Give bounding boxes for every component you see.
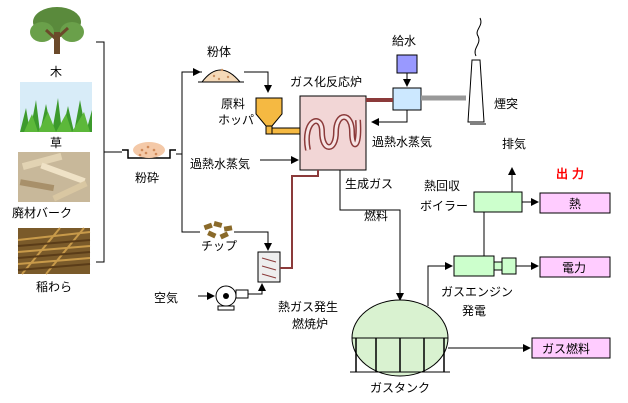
rice-straw-icon <box>17 227 91 275</box>
grass-icon <box>20 82 92 132</box>
heat-recovery-label-line2: ボイラー <box>420 199 468 213</box>
output-gas-fuel-box <box>531 337 611 359</box>
hot-gas-label-line2: 燃焼炉 <box>292 316 328 331</box>
output-heat-label: 熱 <box>569 197 581 211</box>
chips-to-burner-arrow <box>234 231 272 251</box>
crusher-branch-line <box>176 71 202 233</box>
tank-to-engine-line <box>427 262 453 306</box>
blower-to-burner-arrow <box>248 283 266 295</box>
burner-to-reactor-hot-duct <box>280 170 319 269</box>
superheated-steam-left-label: 過熱水蒸気 <box>190 156 250 171</box>
water-supply-tank <box>396 54 418 74</box>
hot-gas-label-line1: 熱ガス発生 <box>278 300 338 314</box>
air-blower-icon <box>215 285 249 311</box>
powder-to-hopper-arrow <box>244 71 272 93</box>
hopper-label-line1: 原料 <box>221 97 245 111</box>
raw-material-hopper <box>255 97 309 135</box>
gas-tank-label: ガスタンク <box>370 381 430 395</box>
input-label-grass: 草 <box>50 136 62 150</box>
chimney-label: 煙突 <box>494 96 518 111</box>
input-label-rice-straw: 稲わら <box>36 280 72 294</box>
heat-recovery-boiler <box>473 191 523 213</box>
output-electricity-label: 電力 <box>562 261 586 275</box>
output-electricity-box <box>539 256 611 278</box>
gasification-reactor <box>299 95 367 171</box>
powder-pile-icon <box>198 68 244 83</box>
input-label-waste-wood: 廃材バーク <box>12 205 72 220</box>
hot-gas-burner <box>257 251 281 283</box>
gas-engine-generator <box>453 255 517 277</box>
chimney-icon <box>467 17 486 125</box>
heat-recovery-label-line1: 熱回収 <box>424 179 460 193</box>
hopper-label-line2: ホッパ <box>218 113 254 127</box>
powder-label: 粉体 <box>207 45 231 59</box>
superheated-steam-right-label: 過熱水蒸気 <box>372 134 432 149</box>
input-bracket <box>96 41 105 263</box>
gas-tank <box>350 299 450 377</box>
product-gas-label-line2: 燃料 <box>364 208 388 223</box>
chips-label: チップ <box>201 239 237 253</box>
output-gas-fuel-label: ガス燃料 <box>542 341 590 356</box>
exhaust-label: 排気 <box>502 136 526 151</box>
reactor-label: ガス化反応炉 <box>290 75 362 89</box>
engine-label-line1: ガスエンジン <box>441 285 513 299</box>
exchanger-to-reactor-steam-line <box>371 110 408 126</box>
chips-icon <box>203 221 233 240</box>
engine-label-line2: 発電 <box>462 304 486 318</box>
tree-icon <box>28 5 86 60</box>
crusher-label: 粉砕 <box>135 170 159 185</box>
heat-exchanger-box <box>392 87 422 111</box>
product-gas-label-line1: 生成ガス <box>345 177 393 191</box>
waste-wood-icon <box>18 152 90 202</box>
output-heat-box <box>539 192 611 214</box>
water-supply-label: 給水 <box>392 34 416 48</box>
air-label: 空気 <box>154 290 178 305</box>
input-label-tree: 木 <box>50 65 62 79</box>
output-header: 出力 <box>556 166 588 181</box>
crusher-icon <box>122 142 176 159</box>
product-gas-line <box>339 170 404 301</box>
